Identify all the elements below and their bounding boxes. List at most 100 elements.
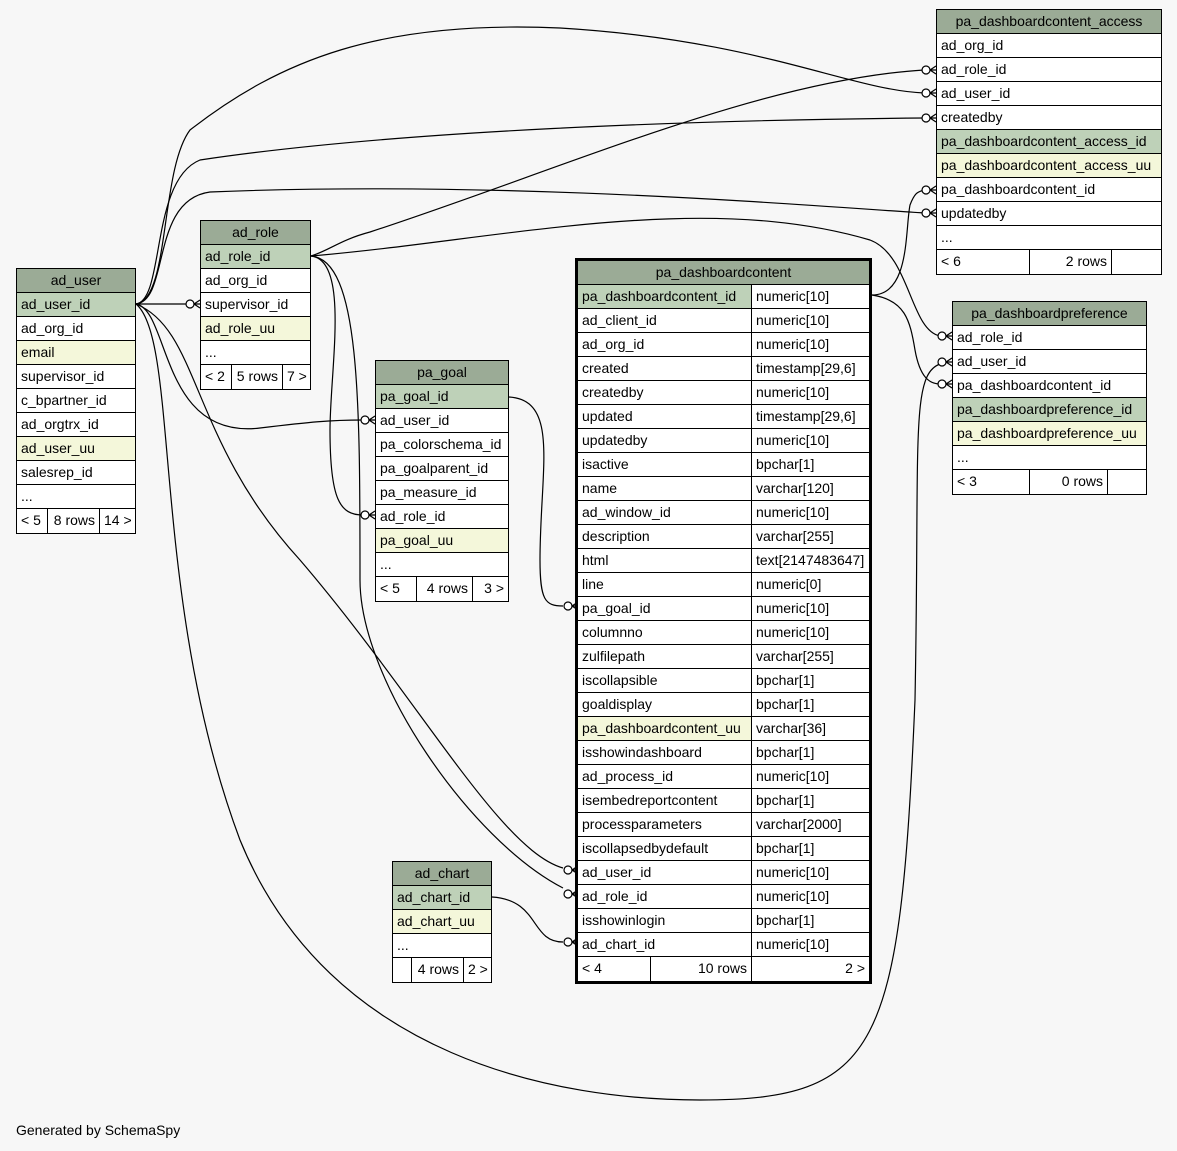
column-type: bpchar[1] <box>751 669 869 692</box>
column-row[interactable]: ... <box>201 341 310 365</box>
column-row[interactable]: ... <box>376 553 508 577</box>
column-row[interactable]: pa_dashboardcontent_id <box>953 374 1146 398</box>
table-title[interactable]: pa_goal <box>376 361 508 385</box>
parents-link[interactable]: < 6 <box>941 253 961 269</box>
children-link[interactable] <box>1111 250 1161 274</box>
column-row[interactable]: pa_goalparent_id <box>376 457 508 481</box>
parents-link[interactable]: < 2 <box>205 368 225 384</box>
column-row[interactable]: ad_user_id <box>376 409 508 433</box>
column-row[interactable]: ad_org_id <box>201 269 310 293</box>
column-row[interactable]: salesrep_id <box>17 461 135 485</box>
column-row[interactable]: ... <box>937 226 1161 250</box>
column-row[interactable]: pa_goal_id <box>376 385 508 409</box>
column-row[interactable]: ad_chart_uu <box>393 910 491 934</box>
parents-link[interactable]: < 3 <box>957 473 977 489</box>
column-row[interactable]: pa_dashboardpreference_uu <box>953 422 1146 446</box>
column-row[interactable]: ... <box>953 446 1146 470</box>
column-row[interactable]: email <box>17 341 135 365</box>
table-title[interactable]: pa_dashboardcontent_access <box>937 10 1161 34</box>
children-link[interactable] <box>1107 470 1146 494</box>
column-row[interactable]: updatedby <box>937 202 1161 226</box>
column-row[interactable]: pa_dashboardcontent_id <box>937 178 1161 202</box>
column-name: name <box>582 480 618 496</box>
table-title[interactable]: ad_chart <box>393 862 491 886</box>
table-title[interactable]: ad_user <box>17 269 135 293</box>
column-row[interactable]: ... <box>393 934 491 958</box>
column-row[interactable]: pa_dashboardcontent_access_id <box>937 130 1161 154</box>
parents-link[interactable]: < 4 <box>582 960 602 976</box>
parents-link[interactable] <box>393 958 411 982</box>
column-type: bpchar[1] <box>751 693 869 716</box>
column-row[interactable]: ad_orgtrx_id <box>17 413 135 437</box>
column-row[interactable]: ad_org_id <box>937 34 1161 58</box>
column-row[interactable]: ad_role_id <box>953 326 1146 350</box>
children-link[interactable]: 14 > <box>99 509 135 533</box>
column-row[interactable]: pa_goal_uu <box>376 529 508 553</box>
column-row[interactable]: supervisor_id <box>201 293 310 317</box>
children-link[interactable]: 2 > <box>463 958 491 982</box>
parents-link[interactable]: < 5 <box>380 580 400 596</box>
column-row[interactable]: ad_user_id <box>953 350 1146 374</box>
table-title[interactable]: pa_dashboardcontent <box>578 261 869 285</box>
column-row[interactable]: createdby <box>937 106 1161 130</box>
column-row[interactable]: ad_user_id <box>17 293 135 317</box>
column-row[interactable]: ad_chart_id <box>393 886 491 910</box>
column-row[interactable]: ad_user_uu <box>17 437 135 461</box>
column-row[interactable]: pa_measure_id <box>376 481 508 505</box>
table-title[interactable]: pa_dashboardpreference <box>953 302 1146 326</box>
column-row[interactable]: ad_org_id <box>17 317 135 341</box>
column-row[interactable]: supervisor_id <box>17 365 135 389</box>
column-row[interactable]: ... <box>17 485 135 509</box>
column-row[interactable]: pa_colorschema_id <box>376 433 508 457</box>
column-row[interactable]: ad_role_id <box>201 245 310 269</box>
children-link[interactable]: 3 > <box>472 577 508 601</box>
children-link[interactable]: 2 > <box>751 957 869 981</box>
parents-link[interactable]: < 5 <box>21 512 41 528</box>
column-row[interactable]: pa_dashboardcontent_access_uu <box>937 154 1161 178</box>
children-link[interactable]: 7 > <box>282 365 310 389</box>
column-row[interactable]: c_bpartner_id <box>17 389 135 413</box>
column-row[interactable]: pa_dashboardpreference_id <box>953 398 1146 422</box>
column-row[interactable]: ad_user_id <box>937 82 1161 106</box>
column-row[interactable]: ad_role_uu <box>201 317 310 341</box>
column-row[interactable]: ad_role_id <box>376 505 508 529</box>
column-row[interactable]: ad_role_id <box>937 58 1161 82</box>
edge-access-content <box>871 189 925 296</box>
table-title[interactable]: ad_role <box>201 221 310 245</box>
